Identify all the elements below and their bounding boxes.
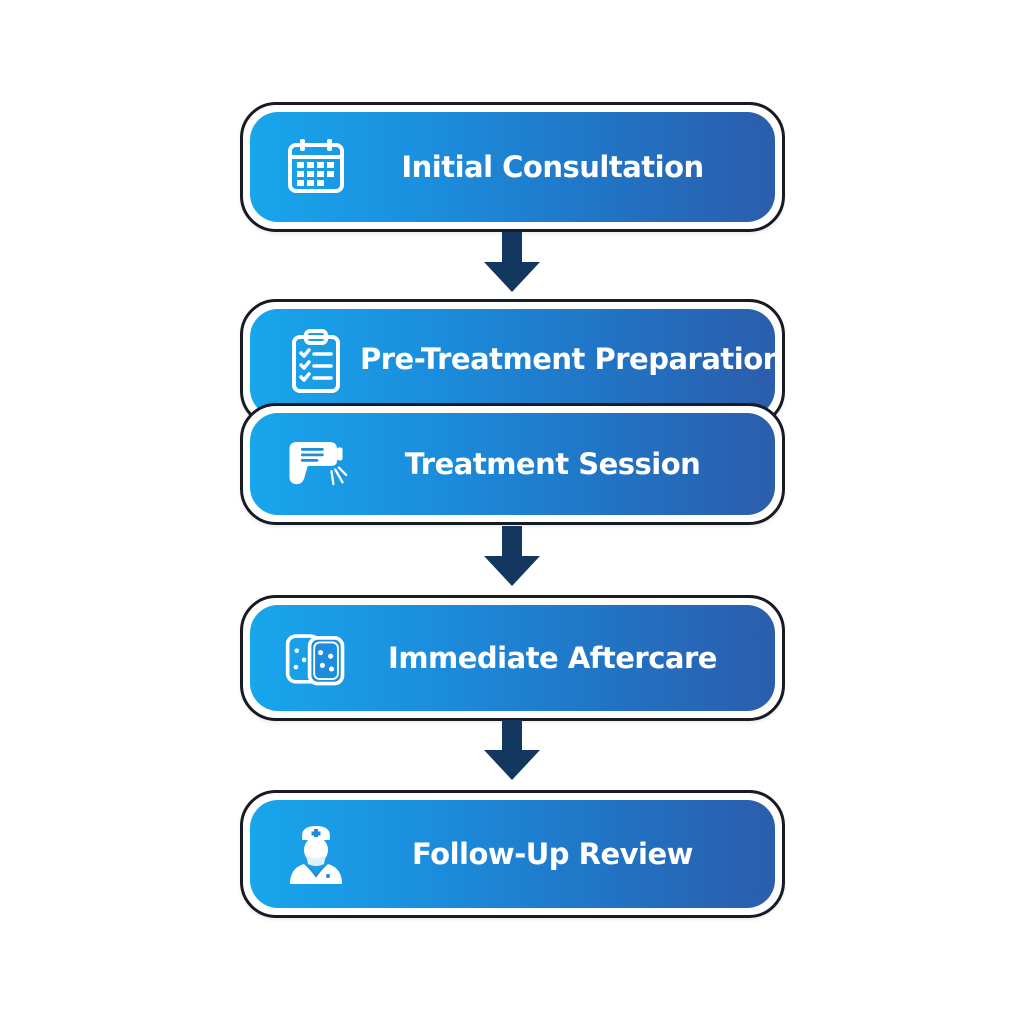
bandage-patches-icon xyxy=(284,626,348,690)
step-treatment-session: Treatment Session xyxy=(240,403,785,525)
step-label: Pre-Treatment Preparation xyxy=(360,341,783,376)
arrow-down-icon xyxy=(484,232,540,294)
step-box: Follow-Up Review xyxy=(250,800,775,908)
step-box: Pre-Treatment Preparation xyxy=(250,309,783,417)
step-box: Initial Consultation xyxy=(250,112,775,222)
arrow-down-icon xyxy=(484,720,540,782)
step-box: Immediate Aftercare xyxy=(250,605,775,711)
doctor-icon xyxy=(284,822,348,886)
clipboard-checklist-icon xyxy=(284,328,348,393)
step-label: Immediate Aftercare xyxy=(388,641,717,675)
arrow-down-icon xyxy=(484,526,540,588)
step-label: Follow-Up Review xyxy=(412,837,693,871)
step-box: Treatment Session xyxy=(250,413,775,515)
laser-device-icon xyxy=(284,432,348,496)
step-immediate-aftercare: Immediate Aftercare xyxy=(240,595,785,721)
step-follow-up-review: Follow-Up Review xyxy=(240,790,785,918)
step-initial-consultation: Initial Consultation xyxy=(240,102,785,232)
step-label: Initial Consultation xyxy=(401,150,704,184)
step-label: Treatment Session xyxy=(404,447,701,481)
calendar-icon xyxy=(284,135,348,199)
